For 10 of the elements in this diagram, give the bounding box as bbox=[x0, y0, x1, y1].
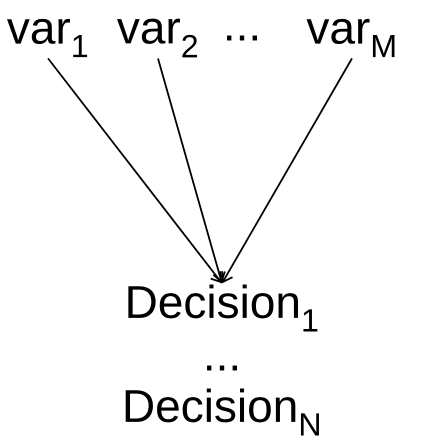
ellipsis: ... bbox=[207, 366, 237, 370]
node-text: var$_{M}$ bbox=[306, 18, 394, 58]
arrow bbox=[47, 58, 222, 284]
node-text: var$_{1}$ bbox=[7, 18, 88, 58]
arrow bbox=[221, 58, 353, 284]
ellipsis: ... bbox=[227, 36, 257, 40]
arrow bbox=[157, 58, 226, 284]
node-text: var$_{2}$ bbox=[117, 18, 198, 58]
node-text: Decision$_{N}$ bbox=[126, 388, 319, 436]
node-text: Decision$_{1}$ bbox=[128, 284, 318, 332]
